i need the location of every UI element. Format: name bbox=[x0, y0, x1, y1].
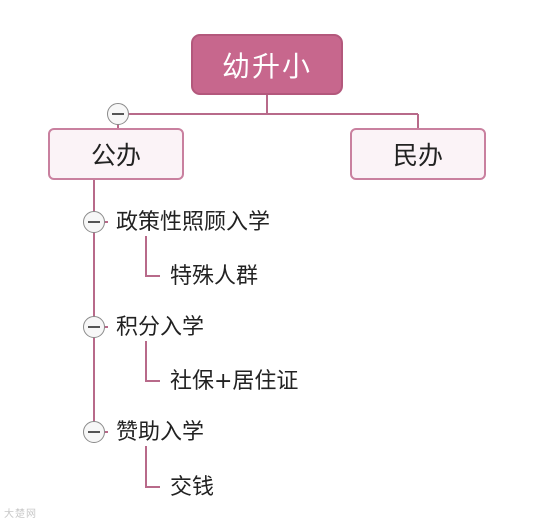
collapse-minus-icon[interactable] bbox=[83, 211, 105, 233]
branch-node-private-label: 民办 bbox=[392, 141, 443, 170]
branch-node-private[interactable]: 民办 bbox=[350, 128, 486, 180]
sub-node-label[interactable]: 交钱 bbox=[170, 475, 215, 500]
connector-sub-2 bbox=[145, 341, 160, 382]
root-node[interactable]: 幼升小 bbox=[191, 34, 343, 95]
child-node-label[interactable]: 赞助入学 bbox=[116, 420, 205, 445]
collapse-minus-icon[interactable] bbox=[83, 316, 105, 338]
watermark: 大楚网 bbox=[4, 509, 37, 520]
connector-sub-3 bbox=[145, 446, 160, 488]
root-node-label: 幼升小 bbox=[221, 49, 312, 83]
connector-sub-1 bbox=[145, 236, 160, 277]
sub-node-label[interactable]: 社保+居住证 bbox=[170, 369, 299, 394]
branch-node-public-label: 公办 bbox=[90, 141, 141, 170]
collapse-minus-icon[interactable] bbox=[83, 421, 105, 443]
sub-node-label[interactable]: 特殊人群 bbox=[170, 264, 259, 289]
branch-node-public[interactable]: 公办 bbox=[48, 128, 184, 180]
collapse-minus-icon[interactable] bbox=[107, 103, 129, 125]
child-node-label[interactable]: 积分入学 bbox=[116, 315, 205, 340]
child-node-label[interactable]: 政策性照顾入学 bbox=[116, 210, 271, 235]
